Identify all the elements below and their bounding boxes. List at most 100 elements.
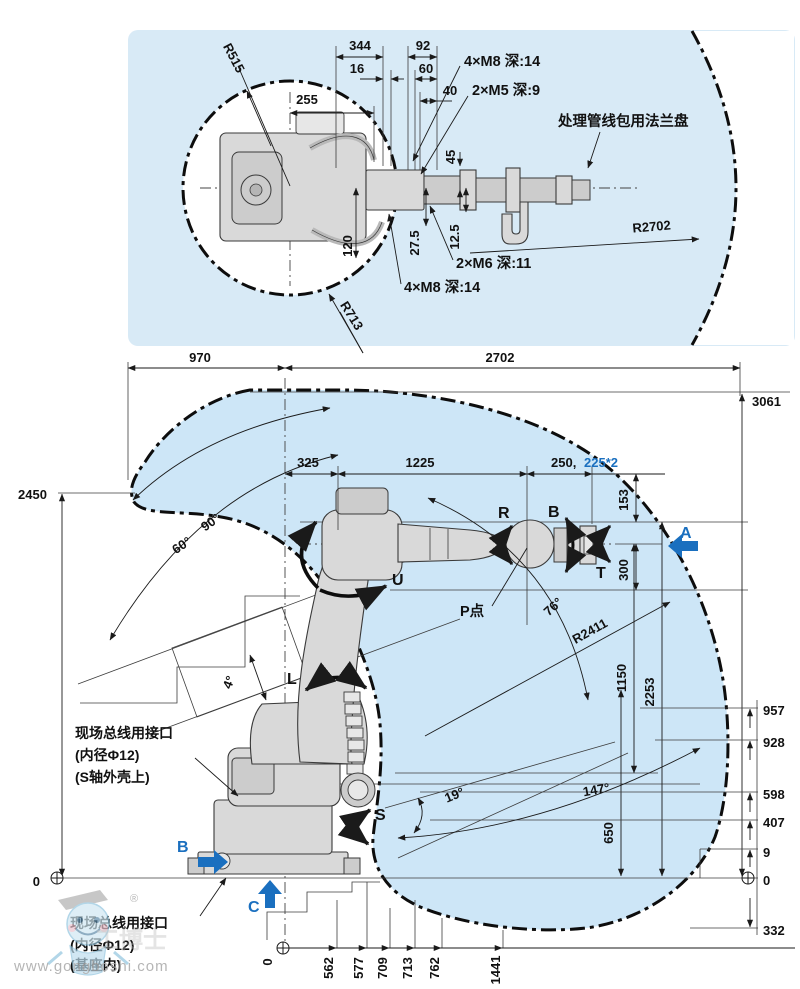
dim-40: 40	[443, 83, 457, 98]
dim-60: 60	[419, 61, 433, 76]
dim-225x2: 225*2	[584, 455, 618, 470]
dim-762: 762	[427, 957, 442, 979]
arc-19deg	[413, 797, 425, 834]
view-arrows	[198, 534, 698, 908]
radius-r2702: R2702	[632, 217, 671, 235]
dim-598: 598	[763, 787, 785, 802]
label-hose-flange: 处理管线包用法兰盘	[557, 112, 689, 130]
dim-325: 325	[297, 455, 319, 470]
view-c-arrow	[258, 880, 282, 908]
dim-16: 16	[350, 61, 364, 76]
hose-flange-bracket	[501, 201, 529, 245]
label-p-point: P点	[460, 603, 485, 620]
top-view-panel: 344 92 16 60 40 255 45 120 27.5 12.5 4×M…	[128, 30, 795, 354]
arc-76deg	[427, 497, 590, 701]
bottom-dims	[276, 882, 795, 955]
label-m5: 2×M5 深:9	[472, 81, 540, 99]
work-envelope-outline	[130, 388, 730, 932]
dim-713: 713	[400, 957, 415, 979]
robot-top-view	[219, 111, 591, 247]
dim-300: 300	[616, 559, 631, 581]
fieldbus-s-leader	[194, 757, 239, 797]
angle-19: 19°	[442, 784, 466, 805]
arc-147deg	[397, 747, 701, 841]
datum-symbol-right	[741, 871, 755, 885]
label-m8-top: 4×M8 深:14	[464, 52, 540, 70]
dim-650: 650	[601, 822, 616, 844]
l-axis-arc	[304, 660, 368, 692]
dim-92: 92	[416, 38, 430, 53]
axis-b: B	[548, 504, 560, 521]
axis-t: T	[596, 565, 606, 582]
dim-332: 332	[763, 923, 785, 938]
axis-s: S	[375, 807, 386, 824]
dim-0-bottom: 0	[260, 958, 275, 965]
dim-250: 250,	[551, 455, 576, 470]
right-levels	[50, 700, 758, 935]
axis-l: L	[287, 671, 297, 688]
top-leaders	[237, 65, 700, 354]
dim-577: 577	[351, 957, 366, 979]
dim-928: 928	[763, 735, 785, 750]
svg-text:(S轴外壳上): (S轴外壳上)	[75, 769, 150, 785]
dim-2253: 2253	[642, 678, 657, 707]
label-m6: 2×M6 深:11	[456, 254, 531, 272]
angle-4: 4°	[220, 674, 239, 691]
fieldbus-base-leader	[199, 877, 227, 917]
watermark-url: www.gongboshi.com	[13, 958, 169, 975]
angle-147: 147°	[582, 780, 611, 799]
watermark-cjk: 工博士	[95, 927, 167, 954]
dim-957: 957	[763, 703, 785, 718]
p-point-leader	[491, 547, 528, 607]
dim-153: 153	[616, 489, 631, 511]
svg-text:(内径Φ12): (内径Φ12)	[75, 747, 139, 763]
angle-arcs	[109, 406, 701, 917]
dim-2450: 2450	[18, 487, 47, 502]
dim-0-right: 0	[763, 873, 770, 888]
axis-r: R	[498, 505, 510, 522]
dim-709: 709	[375, 957, 390, 979]
side-view: 970 2702 3061 2450 325 1225 250, 225*2 1…	[18, 350, 795, 984]
dim-1441: 1441	[488, 956, 503, 985]
axis-u: U	[392, 572, 404, 589]
arc-60deg	[109, 453, 339, 641]
label-m8-bottom: 4×M8 深:14	[404, 278, 480, 296]
mascot-logo	[47, 890, 129, 976]
dim-407: 407	[763, 815, 785, 830]
top-dims	[289, 53, 470, 259]
r2702-arc	[690, 30, 738, 346]
view-c-label: C	[248, 899, 260, 916]
dim-255: 255	[296, 92, 318, 107]
dim-120: 120	[340, 235, 355, 257]
r2411-leader	[424, 601, 671, 737]
s-axis-arc	[337, 808, 372, 846]
dim-970: 970	[189, 350, 211, 365]
dim-0-left: 0	[33, 874, 40, 889]
datum-symbol-left	[50, 871, 64, 885]
dim-9: 9	[763, 845, 770, 860]
dim-45: 45	[443, 150, 458, 164]
view-b-label: B	[177, 839, 189, 856]
r2702-outside-region	[692, 31, 794, 345]
dim-4deg	[249, 654, 267, 701]
dim-3061: 3061	[752, 394, 781, 409]
dim-1150: 1150	[614, 664, 629, 692]
watermark: ® 工博士 www.gongboshi.com	[13, 890, 169, 976]
elbow-housing	[321, 509, 403, 581]
t-axis-arc	[585, 524, 612, 564]
svg-text:现场总线用接口: 现场总线用接口	[75, 725, 173, 741]
fieldbus-s-label: 现场总线用接口 (内径Φ12) (S轴外壳上)	[75, 725, 173, 785]
cable-chain	[340, 691, 376, 808]
dim-2702: 2702	[486, 350, 515, 365]
dim-12-5: 12.5	[447, 224, 462, 249]
view-a-label: A	[680, 525, 692, 542]
dim-27-5: 27.5	[407, 230, 422, 255]
wrist-ball	[505, 519, 555, 569]
view-a-arrow	[668, 534, 698, 558]
view-b-arrow	[198, 850, 228, 874]
dim-344: 344	[349, 38, 371, 53]
registered-mark: ®	[130, 893, 139, 905]
dim-1225: 1225	[406, 455, 435, 470]
